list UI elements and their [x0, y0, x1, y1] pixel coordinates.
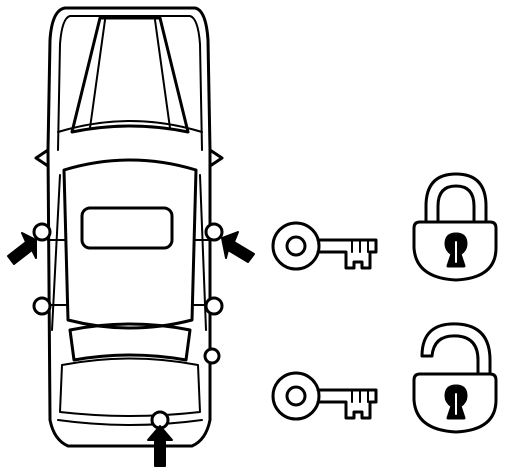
key-bow — [271, 371, 321, 421]
lock-point-fuel-flap — [203, 347, 221, 365]
car-sunroof — [80, 206, 174, 250]
key-ridges — [351, 239, 369, 253]
pointing-arrows — [7, 231, 255, 467]
car-front-line — [57, 120, 203, 133]
mirror-right — [208, 148, 224, 168]
padlock-shackle — [424, 172, 488, 224]
lock-point-front-left — [32, 222, 52, 242]
padlock-shackle-open — [420, 322, 492, 376]
lock-points — [32, 222, 224, 430]
car-body-inner-line — [57, 15, 203, 151]
door-pillar-left — [51, 174, 61, 331]
car-windshield — [70, 16, 190, 134]
car-body-outline — [46, 6, 212, 448]
car-trunk — [59, 357, 201, 417]
padlock-body — [412, 372, 498, 434]
key-bow — [271, 221, 321, 271]
pointing-arrow-icon — [7, 232, 37, 265]
pointing-arrow-icon — [221, 231, 255, 263]
key-bow-hole — [285, 385, 307, 407]
key-ridges — [351, 389, 369, 403]
padlock-body — [412, 220, 498, 282]
lock-point-rear-right — [204, 296, 224, 316]
padlock-locked-icon — [412, 172, 498, 282]
key-icon — [271, 221, 378, 271]
lock-point-rear-left — [32, 296, 52, 316]
car-hood-line — [89, 19, 171, 129]
key-bow-hole — [285, 235, 307, 257]
mirror-left — [34, 148, 50, 168]
pointing-arrow-icon — [147, 425, 173, 467]
lock-point-front-right — [204, 222, 224, 242]
car-rear-bumper — [57, 419, 203, 426]
key-shaft — [316, 238, 378, 270]
car-rear-window — [68, 322, 192, 362]
car-top-view-icon — [34, 6, 224, 448]
key-icon — [271, 371, 378, 421]
padlock-unlocked-icon — [412, 322, 498, 434]
key-shaft — [316, 388, 378, 420]
